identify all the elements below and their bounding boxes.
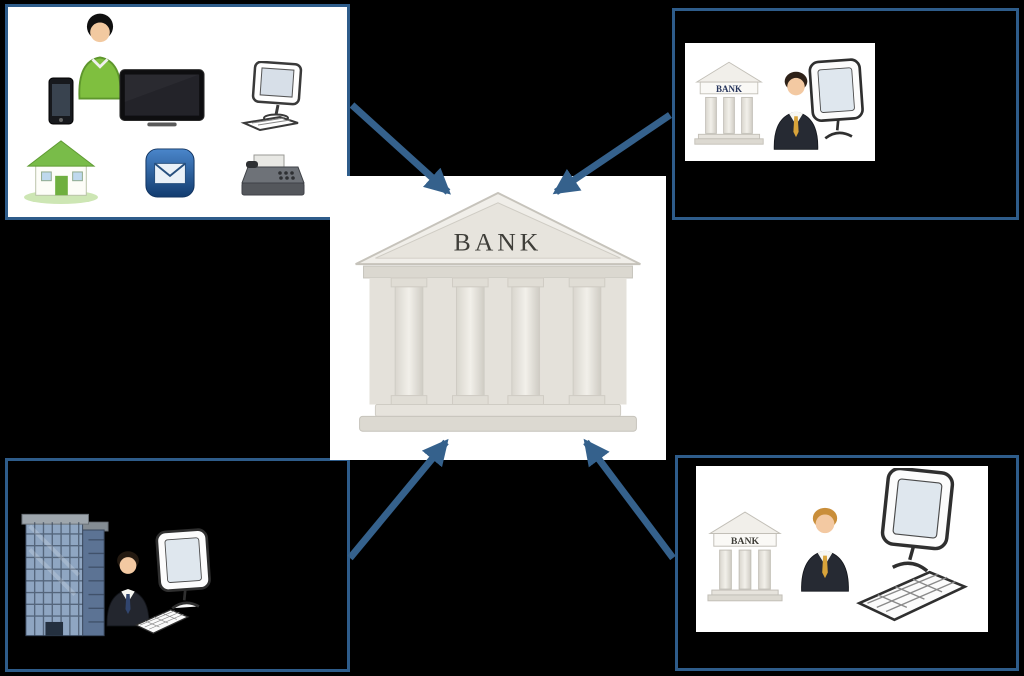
central-bank-panel: BANK — [330, 176, 666, 460]
box-branch-banking: BANK — [672, 8, 1019, 220]
monitor-icon — [803, 45, 869, 155]
box-branch-terminal: BANK — [675, 455, 1019, 671]
bank-icon-label: BANK — [716, 84, 742, 94]
bank-building-large-icon: BANK — [343, 187, 653, 449]
email-icon — [144, 147, 196, 199]
tv-icon — [118, 67, 206, 131]
monitor-icon — [150, 527, 216, 613]
keyboard-icon — [134, 607, 190, 637]
keyboard-icon — [854, 568, 970, 626]
businessman-icon — [102, 547, 154, 631]
office-building-icon — [20, 505, 110, 645]
box-corporate-banking — [5, 458, 350, 672]
fax-icon — [240, 149, 306, 201]
terminal-image-panel: BANK — [696, 466, 988, 632]
desktop-computer-icon — [240, 61, 312, 131]
person-icon — [72, 11, 128, 103]
mobile-phone-icon — [48, 77, 74, 125]
businessman-icon — [796, 504, 854, 596]
central-bank-label: BANK — [454, 227, 543, 256]
bank-icon-label: BANK — [731, 536, 760, 547]
branch-image-panel: BANK — [685, 43, 875, 161]
monitor-icon — [872, 468, 958, 574]
house-icon — [22, 135, 100, 205]
box-customer-devices — [5, 4, 350, 220]
businessman-icon — [769, 67, 823, 155]
bank-building-icon: BANK — [693, 49, 765, 153]
bank-building-icon: BANK — [706, 504, 784, 604]
